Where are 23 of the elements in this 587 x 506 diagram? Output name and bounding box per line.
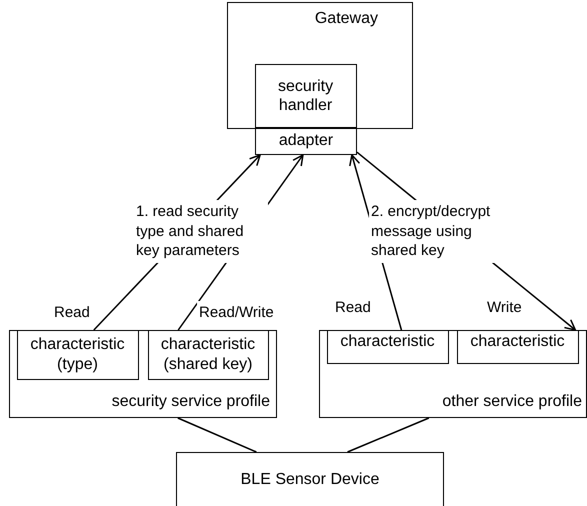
- node-label: BLE Sensor Device: [240, 470, 380, 490]
- characteristic-box: [456, 330, 578, 364]
- node-label: characteristic: [470, 332, 565, 351]
- device-box: [176, 452, 444, 506]
- characteristic-box: [148, 330, 268, 380]
- node-label: security handler: [276, 76, 334, 116]
- connector-line: [347, 417, 430, 453]
- node-label: security service profile: [112, 392, 270, 411]
- profile-box: [9, 330, 277, 418]
- node-label: other service profile: [442, 392, 582, 411]
- characteristic-box: [16, 330, 138, 380]
- node-label: characteristic (shared key): [160, 335, 256, 374]
- adapter-box: [255, 127, 357, 155]
- annotation-text: 1. read security type and shared key parameters: [134, 200, 268, 262]
- characteristic-box: [326, 330, 448, 364]
- connector-line: [178, 417, 257, 453]
- node-label: characteristic (type): [29, 335, 126, 374]
- gateway-box: [227, 2, 413, 129]
- node-label: characteristic: [340, 332, 435, 351]
- node-label: adapter: [278, 131, 334, 151]
- node-label: Gateway: [314, 9, 378, 28]
- profile-box: [319, 330, 587, 418]
- handler-box: [254, 64, 356, 128]
